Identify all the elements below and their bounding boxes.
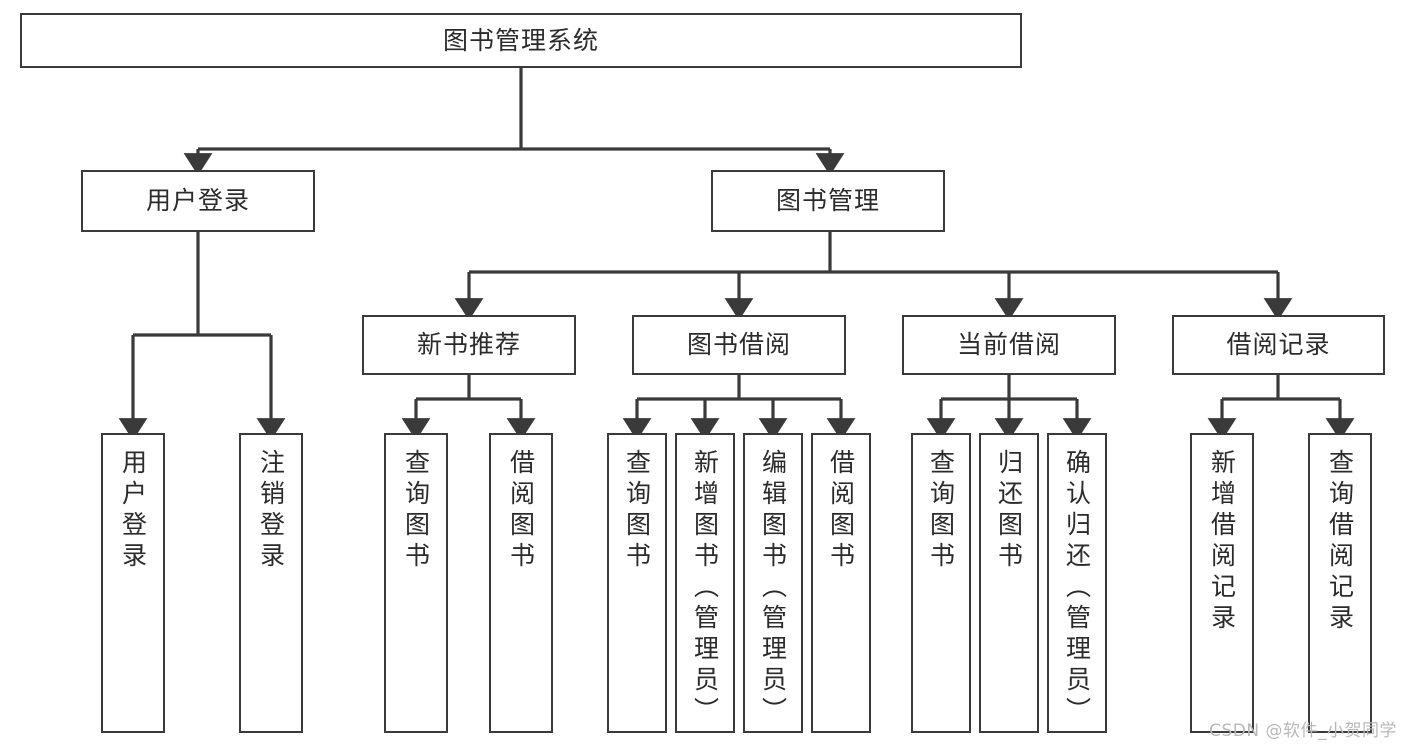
leaf-query-book-current[interactable]: 查询图书 xyxy=(911,433,971,733)
node-book-borrow[interactable]: 图书借阅 xyxy=(632,315,846,375)
leaf-add-borrow-record[interactable]: 新增借阅记录 xyxy=(1190,433,1254,733)
leaf-logout-login[interactable]: 注销登录 xyxy=(239,433,303,733)
node-user-login[interactable]: 用户登录 xyxy=(81,170,315,232)
node-label: 查询借阅记录 xyxy=(1325,449,1355,635)
node-label: 图书管理系统 xyxy=(442,25,599,55)
leaf-query-borrow-record[interactable]: 查询借阅记录 xyxy=(1308,433,1372,733)
node-label: 图书借阅 xyxy=(686,330,791,360)
node-label: 新增图书（管理员） xyxy=(690,449,720,728)
leaf-borrow-book-recommend[interactable]: 借阅图书 xyxy=(489,433,553,733)
node-label: 新增借阅记录 xyxy=(1207,449,1237,635)
leaf-edit-book-admin[interactable]: 编辑图书（管理员） xyxy=(743,433,803,733)
node-book-management[interactable]: 图书管理 xyxy=(711,170,945,232)
node-label: 当前借阅 xyxy=(956,330,1061,360)
node-label: 编辑图书（管理员） xyxy=(758,449,788,728)
node-label: 借阅记录 xyxy=(1226,330,1331,360)
node-label: 查询图书 xyxy=(926,449,956,573)
node-label: 确认归还（管理员） xyxy=(1062,449,1092,728)
leaf-borrow-book-borrow[interactable]: 借阅图书 xyxy=(811,433,871,733)
leaf-user-login[interactable]: 用户登录 xyxy=(101,433,165,733)
node-new-book-recommend[interactable]: 新书推荐 xyxy=(362,315,576,375)
node-label: 借阅图书 xyxy=(826,449,856,573)
node-label: 归还图书 xyxy=(994,449,1024,573)
leaf-return-book[interactable]: 归还图书 xyxy=(979,433,1039,733)
node-label: 新书推荐 xyxy=(416,330,521,360)
leaf-query-book-borrow[interactable]: 查询图书 xyxy=(607,433,667,733)
csdn-watermark: CSDN @软件_小贺同学 xyxy=(1209,721,1397,741)
leaf-add-book-admin[interactable]: 新增图书（管理员） xyxy=(675,433,735,733)
node-root-book-management-system[interactable]: 图书管理系统 xyxy=(20,13,1022,68)
node-label: 图书管理 xyxy=(775,186,880,216)
node-label: 注销登录 xyxy=(256,449,286,573)
leaf-confirm-return-admin[interactable]: 确认归还（管理员） xyxy=(1047,433,1107,733)
node-label: 用户登录 xyxy=(145,186,250,216)
node-label: 用户登录 xyxy=(118,449,148,573)
node-label: 查询图书 xyxy=(401,449,431,573)
node-borrow-record[interactable]: 借阅记录 xyxy=(1172,315,1385,375)
node-label: 借阅图书 xyxy=(506,449,536,573)
node-current-borrow[interactable]: 当前借阅 xyxy=(902,315,1116,375)
leaf-query-book-recommend[interactable]: 查询图书 xyxy=(384,433,448,733)
node-label: 查询图书 xyxy=(622,449,652,573)
